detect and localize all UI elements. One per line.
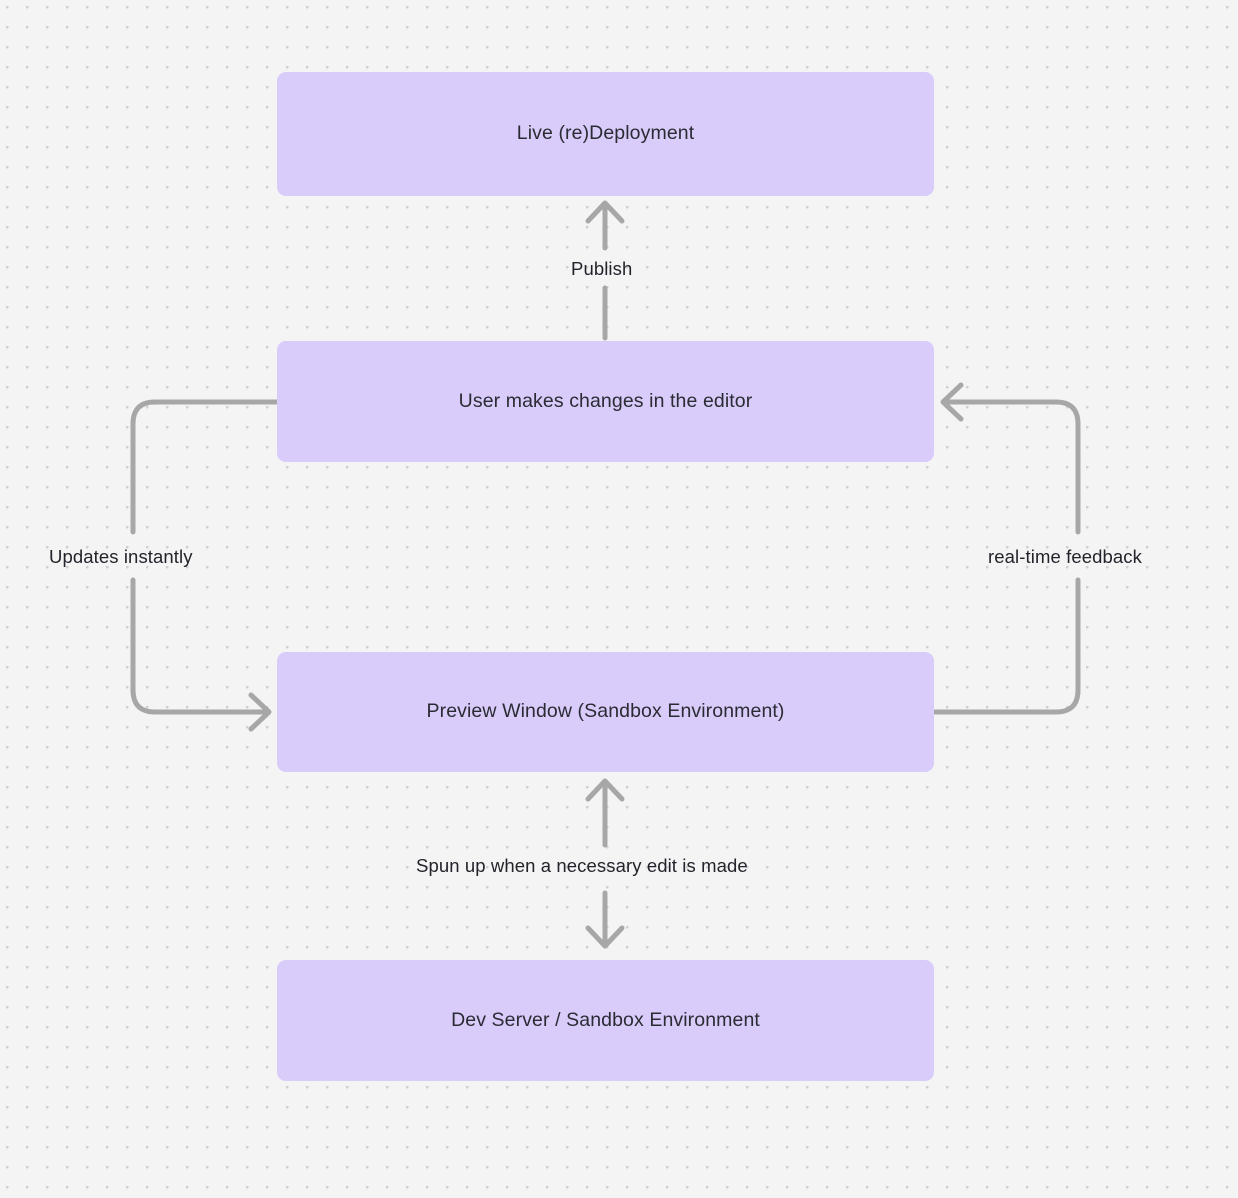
edge-preview-to-user-line-upper: [941, 399, 1081, 535]
edge-label-real-time-feedback: real-time feedback: [988, 546, 1142, 567]
edge-user-to-live-arrowhead: [585, 200, 625, 224]
node-user-makes-changes[interactable]: User makes changes in the editor: [277, 341, 934, 462]
edge-user-to-preview-arrowhead: [248, 692, 272, 732]
node-user-makes-changes-label: User makes changes in the editor: [458, 389, 753, 412]
edge-label-publish: Publish: [571, 258, 633, 279]
edge-label-updates-instantly: Updates instantly: [49, 546, 193, 567]
node-preview-window[interactable]: Preview Window (Sandbox Environment): [277, 652, 934, 772]
node-live-redeployment-label: Live (re)Deployment: [516, 122, 695, 145]
edge-user-to-live[interactable]: [585, 200, 625, 341]
edge-preview-to-user-line-lower: [931, 577, 1081, 715]
edge-preview-to-user-arrowhead: [940, 382, 964, 422]
edge-preview-dev[interactable]: [585, 778, 625, 949]
node-dev-server-label: Dev Server / Sandbox Environment: [451, 1008, 760, 1031]
edge-user-to-preview-line-upper: [130, 399, 280, 535]
edge-user-to-preview-line-lower: [130, 577, 271, 715]
node-preview-window-label: Preview Window (Sandbox Environment): [426, 700, 785, 723]
edge-preview-to-user[interactable]: [931, 382, 1081, 715]
edge-preview-dev-arrowhead-up: [585, 778, 625, 802]
edge-user-to-preview[interactable]: [130, 399, 280, 732]
edge-label-spun-up-when-edit: Spun up when a necessary edit is made: [416, 855, 748, 876]
node-dev-server[interactable]: Dev Server / Sandbox Environment: [277, 960, 934, 1081]
node-live-redeployment[interactable]: Live (re)Deployment: [277, 72, 934, 196]
edge-preview-dev-arrowhead-down: [585, 925, 625, 949]
